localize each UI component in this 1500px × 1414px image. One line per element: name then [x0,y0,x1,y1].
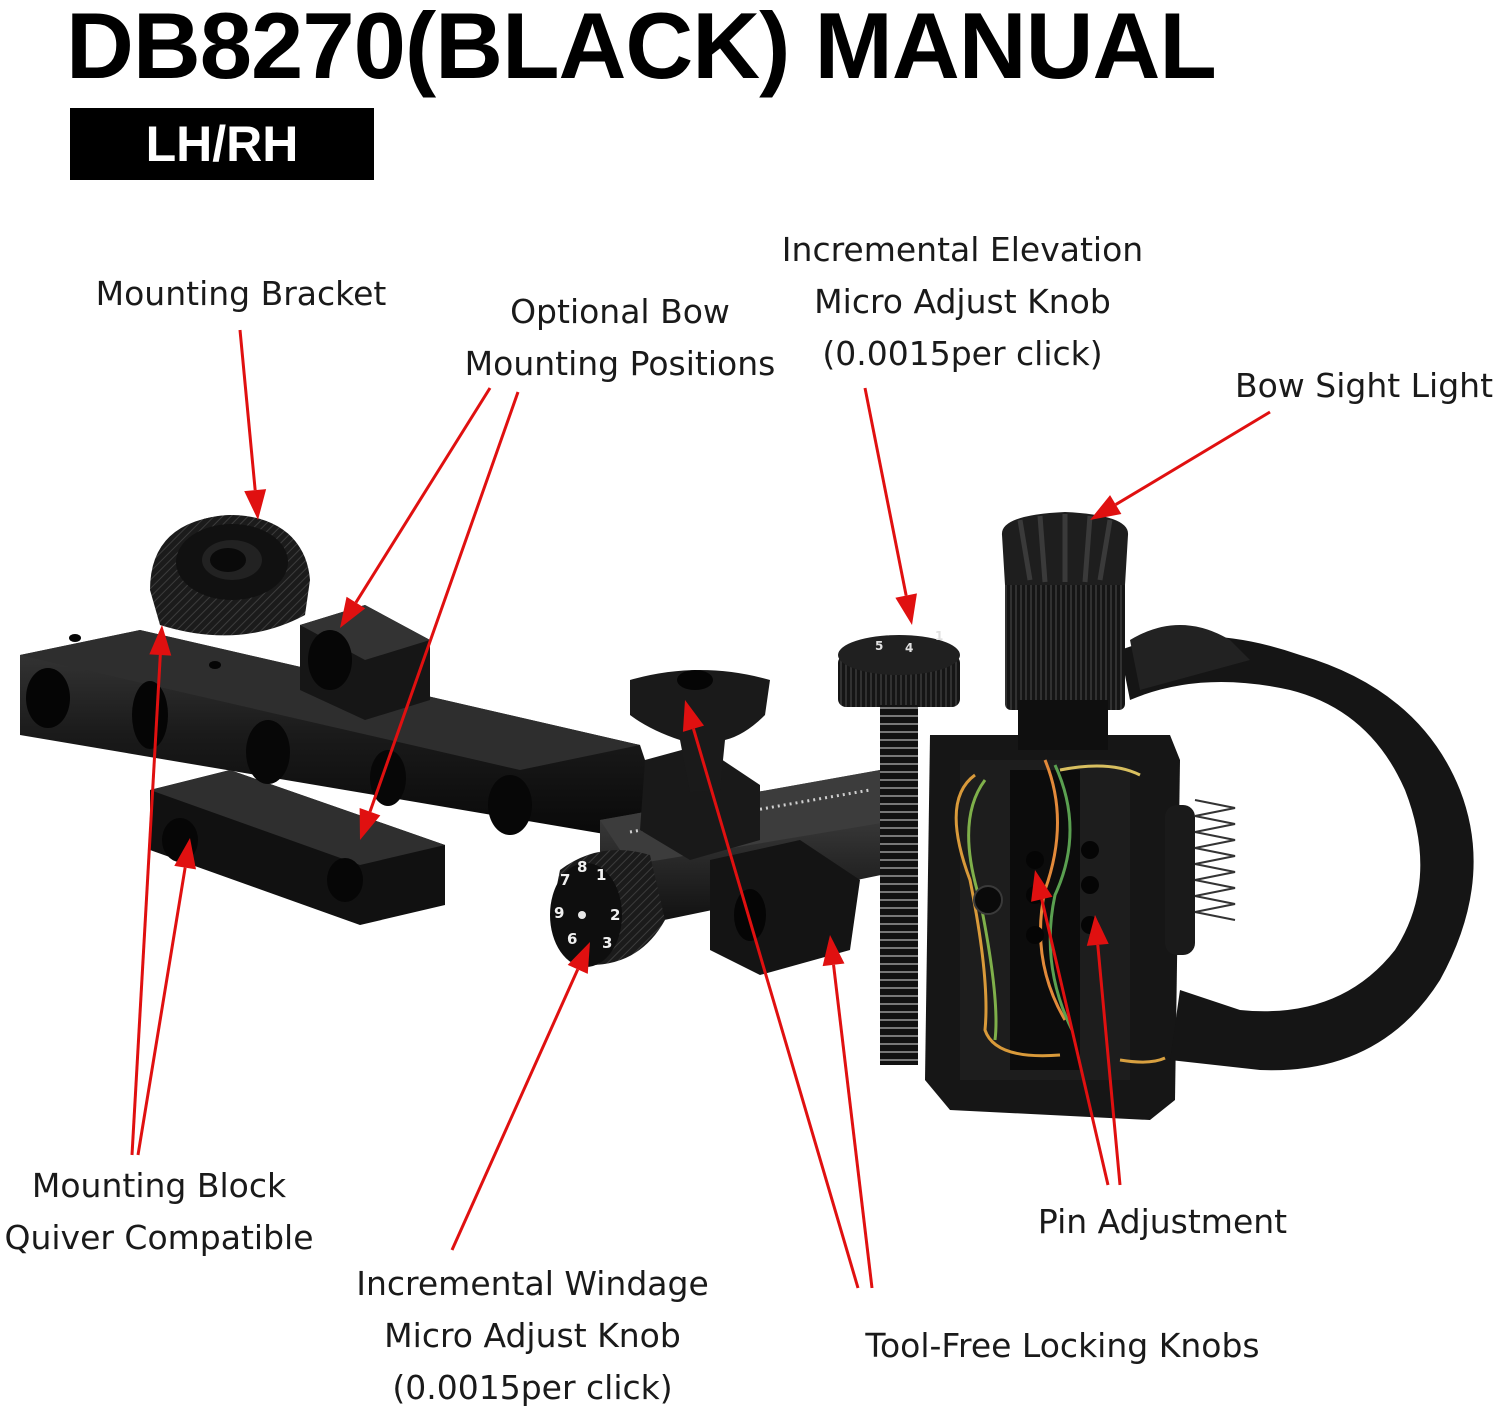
mounting-bracket-knob [150,515,310,636]
callout-arrow-head [174,838,196,870]
callout-arrow-head [1086,915,1109,946]
windage-dial-number: 1 [596,866,606,884]
label-mounting-block: Mounting Block Quiver Compatible [4,1166,314,1257]
callout-arrow-line [130,654,162,1156]
callout-arrow-head [822,935,845,967]
windage-dial-number: 3 [602,934,612,952]
callout-arrow-line [832,964,874,1289]
label-bow-sight-light: Bow Sight Light [1234,366,1494,405]
label-optional-bow-mounting: Optional Bow Mounting Positions [464,292,776,383]
callout-arrow-line [1040,898,1110,1186]
windage-dial-number: 2 [610,906,620,924]
windage-dial-number: 6 [567,930,577,948]
bow-sight-light [1001,512,1129,750]
label-tool-free-knobs: Tool-Free Locking Knobs [865,1326,1260,1365]
scope-ring [1120,625,1474,1071]
callout-arrow-line [450,968,580,1251]
handedness-badge: LH/RH [70,108,374,180]
mounting-bar [20,605,655,925]
callout-arrow-head [1031,870,1053,902]
tool-free-wing-knob [630,670,770,792]
callout-arrow-line [692,728,860,1289]
callout-arrow-head [1090,495,1122,520]
elevation-dial-number: 4 [905,641,913,655]
sight-housing [925,735,1180,1120]
callout-arrow-line [354,387,492,604]
callout-arrow-line [1114,410,1271,506]
label-mounting-bracket: Mounting Bracket [95,274,387,313]
callout-arrow-head [567,942,590,974]
label-elevation-knob: Incremental Elevation Micro Adjust Knob … [781,230,1144,373]
callout-arrow-head [149,625,172,656]
callout-arrow-head [682,700,705,732]
elevation-dial-number: 1 [935,629,943,643]
label-pin-adjustment: Pin Adjustment [1037,1202,1288,1241]
callout-arrow-head [340,596,366,628]
callout-arrows [130,329,1271,1289]
callout-arrow-line [1096,944,1122,1186]
callout-arrow-line [136,867,187,1156]
callout-arrow-line [238,329,257,491]
page-title: DB8270(BLACK) MANUAL [66,0,1217,98]
elevation-knob: 1 4 5 [838,629,960,1065]
callout-arrow-head [244,489,267,520]
callout-arrow-head [359,808,381,840]
elevation-dial-number: 5 [875,639,883,653]
callout-arrow-head [895,593,917,625]
windage-dial-number: 7 [560,871,570,889]
windage-dial-number: 8 [577,858,587,876]
callout-arrow-line [863,387,908,596]
windage-rail [600,745,905,975]
label-windage-knob: Incremental Windage Micro Adjust Knob (0… [356,1264,709,1407]
callout-arrow-line [368,391,520,813]
windage-dial-number: 9 [554,904,564,922]
